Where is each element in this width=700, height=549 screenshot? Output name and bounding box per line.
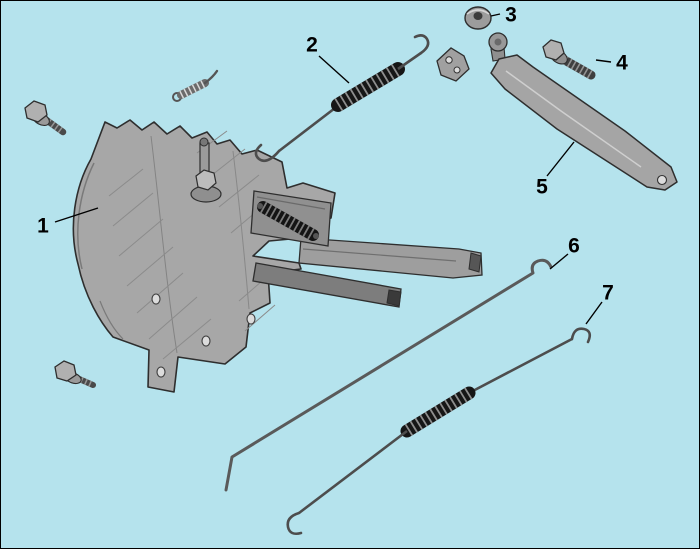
callout-4: 4 <box>616 51 628 75</box>
damper-spring-assembly <box>250 190 332 247</box>
callout-7: 7 <box>602 281 614 305</box>
leader-line-5 <box>546 141 575 177</box>
leader-line-7 <box>585 301 603 325</box>
callout-2: 2 <box>306 33 318 57</box>
lever-blade <box>490 54 678 191</box>
bolt-top-left <box>24 100 67 136</box>
arm-end-hook <box>468 252 482 273</box>
plate-body <box>72 119 336 393</box>
leader-lines <box>54 13 612 325</box>
part-2-spring <box>254 34 430 163</box>
lever-fork <box>436 47 470 82</box>
plate-holes <box>151 293 256 378</box>
part-5-lever-arm <box>436 32 678 191</box>
part-7-spring <box>286 327 592 536</box>
callout-5: 5 <box>536 175 548 199</box>
part-1-mounting-plate <box>72 119 336 393</box>
part-4-bolt <box>542 39 596 80</box>
callout-6: 6 <box>568 234 580 258</box>
spring-clip <box>172 69 219 102</box>
part-6-link-rod <box>224 258 553 492</box>
leader-line-4 <box>595 59 612 63</box>
leader-line-1 <box>54 207 99 223</box>
part-3-cap <box>464 6 492 30</box>
plate-arm-channel <box>252 237 483 308</box>
plate-contours <box>77 135 250 354</box>
lever-tip-hole <box>656 174 668 186</box>
callout-3: 3 <box>505 3 517 27</box>
leader-line-3 <box>490 13 501 17</box>
leader-line-2 <box>318 55 350 84</box>
bolt-bottom-left <box>54 360 96 388</box>
plate-pivot-post <box>190 137 222 203</box>
callout-1: 1 <box>37 214 49 238</box>
spring-2-coil <box>331 62 405 112</box>
pivot-nut <box>195 169 217 191</box>
leader-line-6 <box>549 253 569 270</box>
